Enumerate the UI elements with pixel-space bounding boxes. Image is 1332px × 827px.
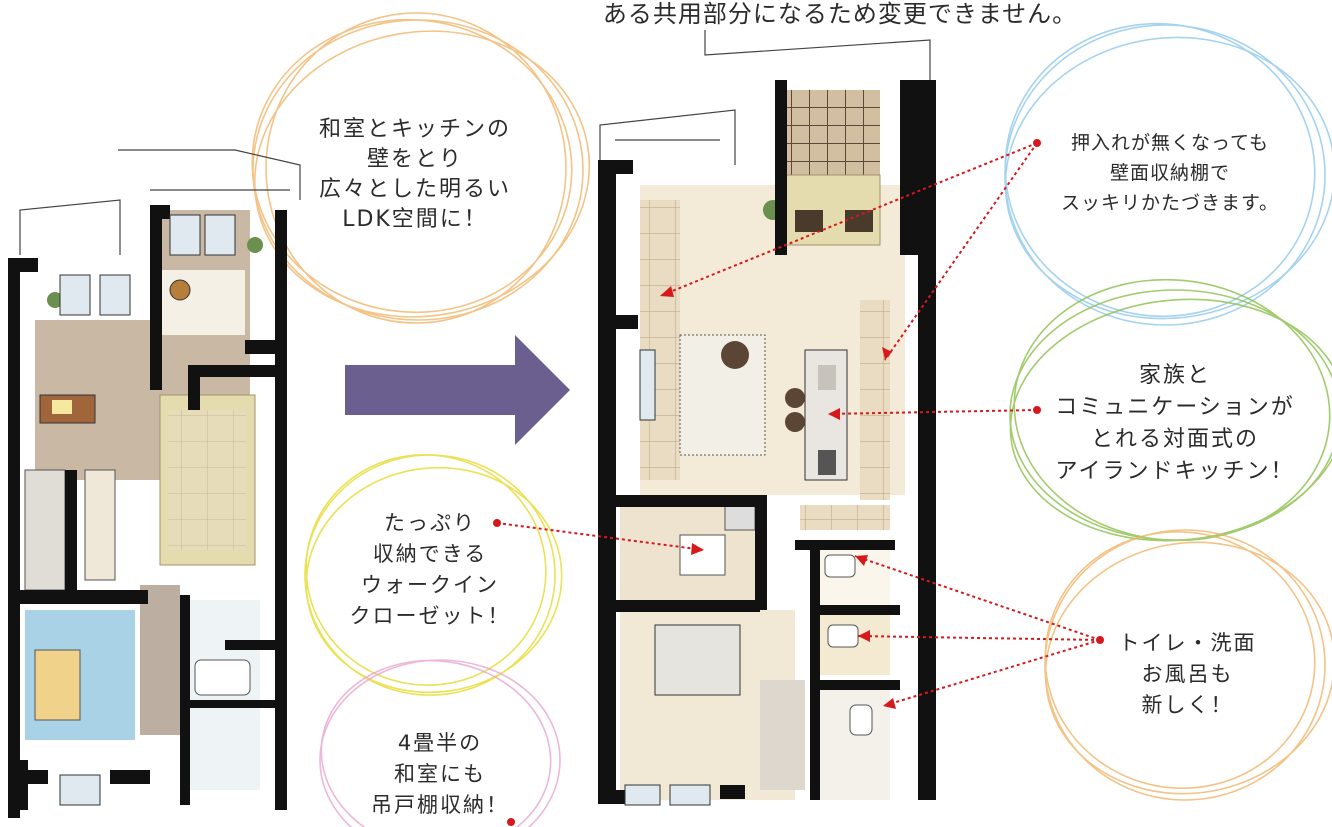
callout-island-kitchen: 家族と コミュニケーションが とれる対面式の アイランドキッチン！ bbox=[1055, 363, 1295, 484]
callout-ldk: 和室とキッチンの 壁をとり 広々とした明るい LDK空間に！ bbox=[318, 117, 511, 232]
pointer-dots bbox=[493, 139, 1104, 826]
header-note: ある共用部分になるため変更できません。 bbox=[602, 0, 1078, 28]
callout-storage: 押入れが無くなっても 壁面収納棚で スッキリかたづきます。 bbox=[1060, 132, 1280, 214]
plan-after bbox=[598, 30, 936, 806]
transition-arrow bbox=[345, 335, 570, 445]
plan-before bbox=[8, 149, 301, 818]
pointer-arrowheads bbox=[660, 286, 896, 709]
callout-walk-in-closet: たっぷり 収納できる ウォークイン クローゼット！ bbox=[349, 511, 511, 628]
pointer-lines bbox=[496, 142, 1101, 707]
circle-blue bbox=[1004, 22, 1332, 326]
callout-washitsu: 4畳半の 和室にも 吊戸棚収納！ bbox=[371, 731, 509, 817]
circle-orange-ldk bbox=[251, 12, 591, 324]
circle-yellow bbox=[304, 454, 563, 696]
circle-pink bbox=[319, 659, 561, 827]
callout-bathroom: トイレ・洗面 お風呂も 新しく！ bbox=[1118, 631, 1257, 717]
circle-green bbox=[1009, 278, 1332, 542]
circle-orange-bath bbox=[1044, 529, 1332, 801]
